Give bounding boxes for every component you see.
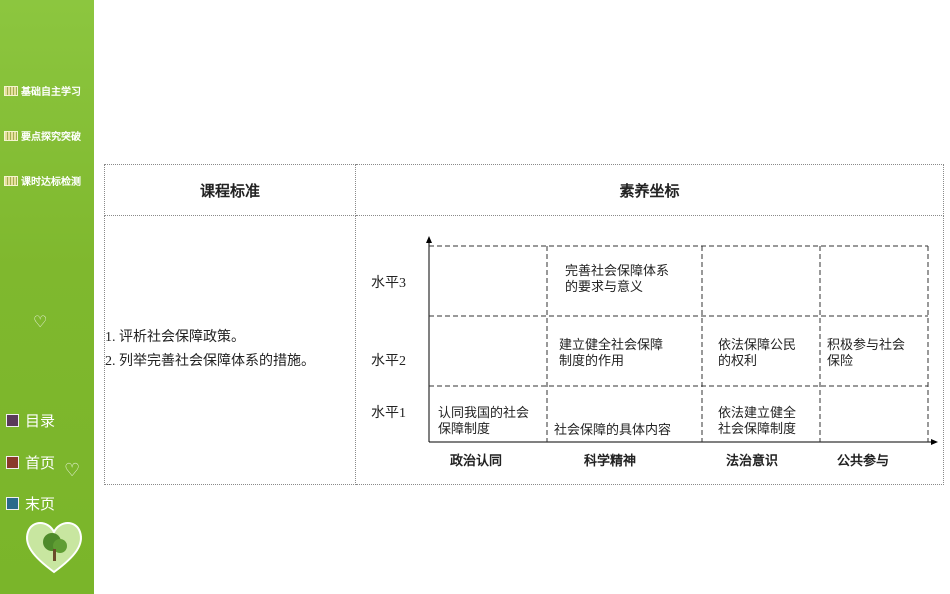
coordinates-cell: 水平3 水平2 水平1 完善社会保障体系的要求与意义 建立健全社会保障制度的作用… — [355, 215, 944, 485]
book-icon — [4, 130, 18, 141]
cell-level1-political: 认同我国的社会保障制度 — [438, 406, 530, 437]
heart-outline-icon: ♡ — [33, 312, 48, 331]
book-icon — [4, 175, 18, 186]
sidebar-link-lesson-test[interactable]: 课时达标检测 — [4, 173, 81, 188]
standard-item: 2. 列举完善社会保障体系的措施。 — [105, 354, 315, 369]
home-button[interactable]: 首页 — [6, 452, 55, 473]
sidebar: 基础自主学习 要点探究突破 课时达标检测 ♡ ♡ 目录 首页 末页 — [0, 0, 94, 594]
sidebar-link-label: 课时达标检测 — [21, 177, 81, 188]
header-literacy-coordinates: 素养坐标 — [355, 164, 944, 216]
end-button[interactable]: 末页 — [6, 493, 55, 514]
standard-item: 1. 评析社会保障政策。 — [105, 330, 245, 345]
sidebar-link-self-study[interactable]: 基础自主学习 — [4, 83, 81, 98]
end-label: 末页 — [25, 495, 56, 513]
category-political: 政治认同 — [450, 454, 503, 469]
course-standards-table: 课程标准 素养坐标 1. 评析社会保障政策。 2. 列举完善社会保障体系的措施。 — [104, 164, 944, 485]
heart-outline-icon: ♡ — [64, 460, 81, 481]
level-1-label: 水平1 — [371, 406, 406, 421]
grid-lines — [426, 236, 938, 445]
book-icon — [4, 85, 18, 96]
standards-cell: 1. 评析社会保障政策。 2. 列举完善社会保障体系的措施。 — [104, 215, 356, 485]
cell-level1-science: 社会保障的具体内容 — [554, 423, 672, 438]
cell-level2-law: 依法保障公民的权利 — [718, 338, 797, 369]
cell-level2-science: 建立健全社会保障制度的作用 — [559, 338, 664, 369]
contents-label: 目录 — [25, 412, 56, 430]
header-course-standards: 课程标准 — [104, 164, 356, 216]
literacy-grid: 水平3 水平2 水平1 完善社会保障体系的要求与意义 建立健全社会保障制度的作用… — [356, 216, 942, 484]
cell-level3-science: 完善社会保障体系的要求与意义 — [565, 264, 670, 295]
category-law: 法治意识 — [726, 454, 779, 469]
level-3-label: 水平3 — [371, 276, 406, 291]
category-participation: 公共参与 — [837, 454, 890, 469]
heart-tree-icon — [26, 522, 82, 574]
category-science: 科学精神 — [584, 454, 637, 469]
square-icon — [6, 497, 19, 510]
contents-button[interactable]: 目录 — [6, 410, 55, 431]
home-label: 首页 — [25, 454, 56, 472]
sidebar-link-key-points[interactable]: 要点探究突破 — [4, 128, 81, 143]
sidebar-link-label: 基础自主学习 — [21, 87, 81, 98]
cell-level2-participation: 积极参与社会保险 — [827, 338, 906, 369]
sidebar-link-label: 要点探究突破 — [21, 132, 81, 143]
square-icon — [6, 414, 19, 427]
level-2-label: 水平2 — [371, 354, 406, 369]
cell-level1-law: 依法建立健全社会保障制度 — [718, 406, 797, 437]
square-icon — [6, 456, 19, 469]
